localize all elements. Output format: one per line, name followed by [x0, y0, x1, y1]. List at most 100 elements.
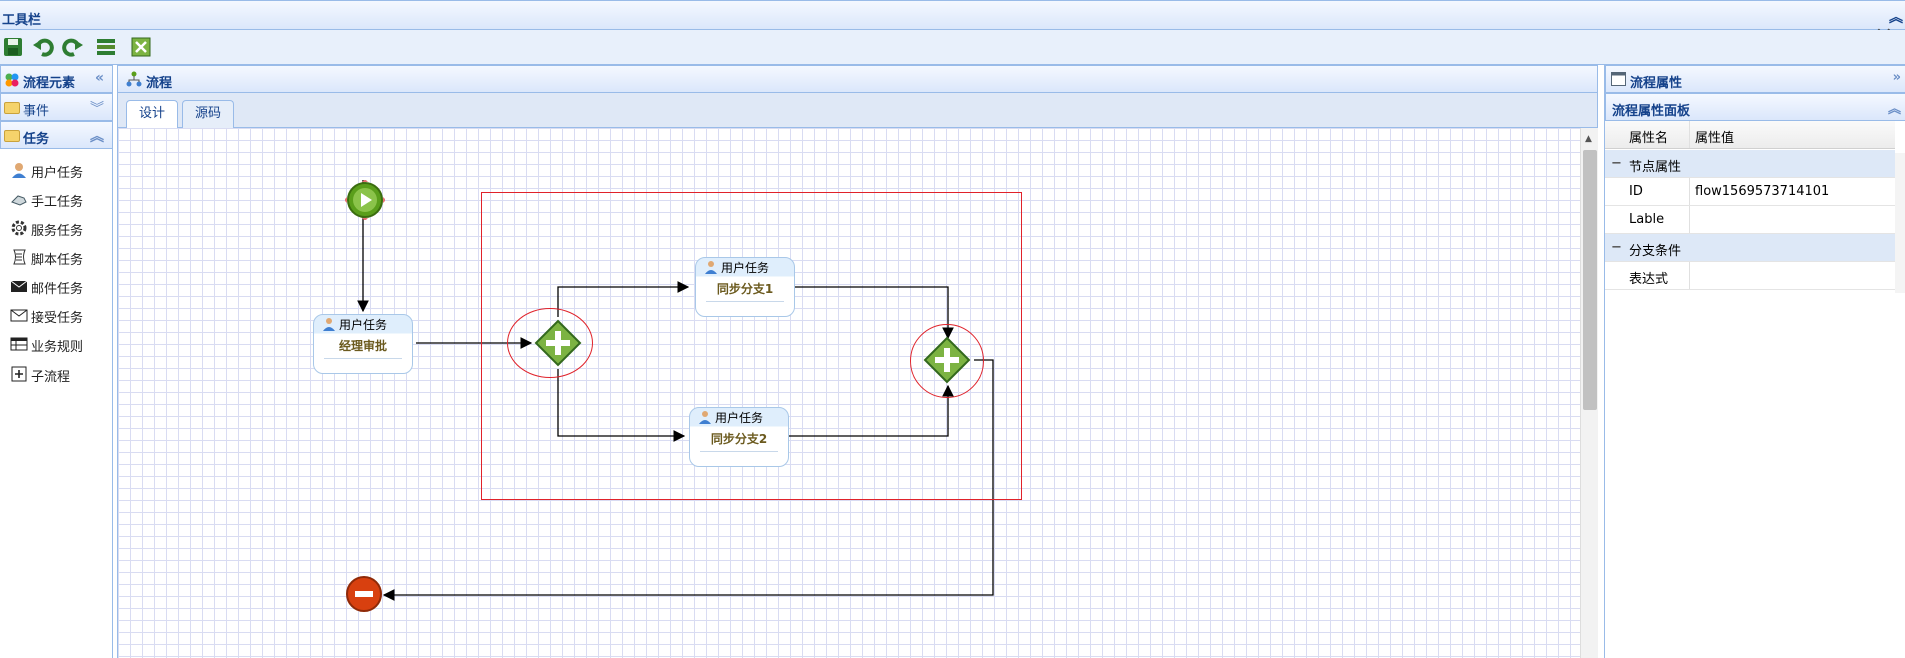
connector-line[interactable]: [782, 384, 954, 437]
user-icon: [705, 261, 717, 274]
table-icon: [10, 337, 28, 351]
double-chevron-up-icon[interactable]: ︽: [1887, 102, 1901, 117]
section-events-label: 事件: [23, 104, 50, 119]
column-name-header: 属性名: [1629, 131, 1669, 146]
collapse-icon[interactable]: −: [1611, 156, 1622, 171]
process-icon: [126, 71, 142, 87]
property-row[interactable]: ID flow1569573714101: [1605, 178, 1895, 206]
redo-icon[interactable]: [62, 36, 84, 58]
process-header: 流程: [117, 65, 1598, 93]
property-row[interactable]: 表达式: [1605, 262, 1895, 290]
task-name-label: 同步分支1: [716, 282, 774, 296]
scroll-up-icon[interactable]: ▲: [1585, 134, 1592, 144]
connector-line[interactable]: [788, 286, 954, 340]
palette-header: 流程元素 «: [0, 65, 113, 93]
elements-icon: [5, 73, 19, 87]
palette-item-label: 手工任务: [31, 195, 84, 210]
palette-item-label: 服务任务: [31, 224, 84, 239]
double-chevron-up-icon[interactable]: ︽: [90, 129, 104, 145]
selection-circle: [507, 308, 593, 378]
end-event-icon[interactable]: [344, 574, 384, 614]
task-type-label: 用户任务: [338, 318, 387, 332]
list-icon[interactable]: [95, 36, 117, 58]
group-branch-condition[interactable]: − 分支条件: [1605, 234, 1895, 262]
palette-item-mail-task[interactable]: 邮件任务: [8, 274, 108, 298]
parallel-gateway-icon[interactable]: [923, 336, 971, 384]
parallel-gateway-icon[interactable]: [534, 319, 582, 367]
script-icon: [13, 249, 26, 265]
palette-item-service-task[interactable]: 服务任务: [8, 216, 108, 240]
user-icon: [12, 163, 26, 178]
palette-item-label: 接受任务: [31, 311, 84, 326]
mail-icon: [10, 280, 28, 292]
properties-title: 流程属性: [1630, 76, 1683, 91]
palette-item-subprocess[interactable]: 子流程: [8, 362, 108, 386]
column-divider: [1689, 121, 1690, 148]
column-value-header: 属性值: [1695, 131, 1735, 146]
palette-item-label: 用户任务: [31, 166, 84, 181]
properties-panel: 流程属性 » 流程属性面板 ︽ 属性名 属性值 − 节点属性 ID flow15…: [1604, 65, 1905, 658]
palette-panel: 流程元素 « 事件 ︾ 任务 ︽ 用户任务 手工任务 服务任务 脚本任务 邮件任…: [0, 65, 113, 658]
canvas-scrollbar[interactable]: ▲: [1580, 128, 1598, 658]
task-node[interactable]: 用户任务 同步分支2: [689, 407, 789, 467]
property-name: Lable: [1629, 212, 1665, 227]
palette-item-script-task[interactable]: 脚本任务: [8, 245, 108, 269]
property-grid-columns: 属性名 属性值: [1605, 121, 1895, 149]
window-icon: [1611, 72, 1626, 86]
folder-icon: [4, 102, 20, 114]
double-chevron-down-icon[interactable]: ︾: [90, 101, 104, 117]
group-label: 节点属性: [1629, 160, 1682, 175]
palette-item-manual-task[interactable]: 手工任务: [8, 187, 108, 211]
property-grid-scrollbar[interactable]: [1895, 153, 1905, 293]
task-type-label: 用户任务: [720, 261, 769, 275]
task-name-label: 同步分支2: [710, 432, 768, 446]
user-icon: [699, 411, 711, 424]
palette-title: 流程元素: [23, 76, 76, 91]
properties-header: 流程属性 »: [1605, 65, 1905, 93]
plus-box-icon: [11, 366, 27, 382]
palette-item-business-rule[interactable]: 业务规则: [8, 332, 108, 356]
palette-item-receive-task[interactable]: 接受任务: [8, 303, 108, 327]
task-divider: [706, 301, 784, 302]
delete-icon[interactable]: [130, 36, 152, 58]
property-row[interactable]: Lable: [1605, 206, 1895, 234]
selection-rectangle: [481, 192, 1022, 500]
double-chevron-right-icon[interactable]: »: [1892, 70, 1901, 85]
section-tasks-label: 任务: [23, 132, 50, 147]
toolbar-header: 工具栏 ︽: [0, 0, 1905, 30]
task-name-label: 经理审批: [338, 339, 387, 353]
task-node[interactable]: 用户任务 同步分支1: [695, 257, 795, 317]
toolbar-title: 工具栏: [2, 13, 42, 28]
collapse-icon[interactable]: −: [1611, 240, 1622, 255]
property-name: ID: [1629, 184, 1643, 199]
task-node[interactable]: 用户任务 经理审批: [313, 314, 413, 374]
tab-source[interactable]: 源码: [182, 100, 235, 128]
start-event-icon[interactable]: [345, 180, 385, 220]
process-title: 流程: [146, 76, 173, 91]
column-divider: [1689, 262, 1690, 289]
property-grid-header: 流程属性面板 ︽: [1605, 93, 1905, 121]
group-node-properties[interactable]: − 节点属性: [1605, 150, 1895, 178]
gear-icon: [11, 220, 27, 236]
selection-circle: [910, 324, 984, 398]
connector-line[interactable]: [557, 281, 690, 317]
group-label: 分支条件: [1629, 244, 1682, 259]
connector-line[interactable]: [557, 369, 686, 442]
palette-item-label: 业务规则: [31, 340, 84, 355]
section-events[interactable]: 事件 ︾: [0, 93, 113, 121]
user-icon: [323, 318, 335, 331]
tab-design[interactable]: 设计: [126, 100, 179, 129]
task-divider: [324, 358, 402, 359]
save-icon[interactable]: [2, 36, 24, 58]
column-divider: [1689, 178, 1690, 205]
design-canvas[interactable]: 用户任务 经理审批 用户任务 同步分支1 用户任务 同步分支2: [117, 128, 1580, 658]
property-value[interactable]: flow1569573714101: [1695, 184, 1830, 199]
palette-item-user-task[interactable]: 用户任务: [8, 158, 108, 182]
palette-item-label: 脚本任务: [31, 253, 84, 268]
double-chevron-left-icon[interactable]: «: [94, 70, 104, 86]
property-grid-title: 流程属性面板: [1612, 104, 1691, 119]
undo-icon[interactable]: [32, 36, 54, 58]
double-chevron-up-icon[interactable]: ︽: [1889, 10, 1903, 26]
section-tasks[interactable]: 任务 ︽: [0, 121, 113, 149]
scroll-thumb[interactable]: [1583, 150, 1597, 410]
